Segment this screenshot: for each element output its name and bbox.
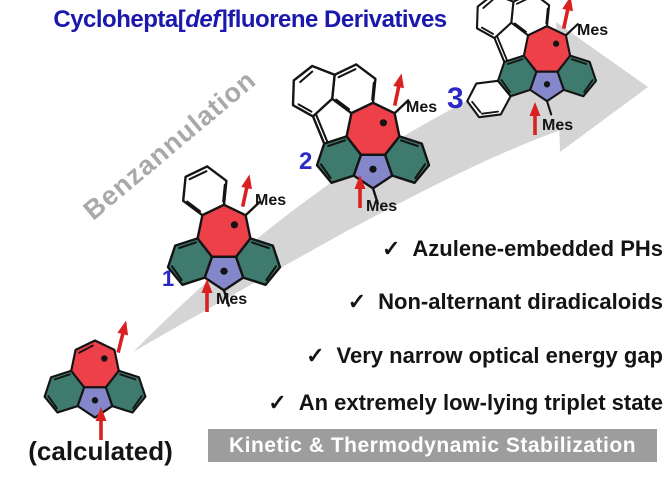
checklist-item: ✓ Very narrow optical energy gap xyxy=(306,343,663,369)
page-title: Cyclohepta[def]fluorene Derivatives xyxy=(40,6,460,34)
checkmark-icon: ✓ xyxy=(347,289,367,314)
mes-label: Mes xyxy=(255,192,287,209)
spin-up-arrow xyxy=(110,317,134,356)
compound-number-1: 1 xyxy=(162,266,175,291)
spin-up-arrow xyxy=(235,171,257,210)
spin-up-arrow xyxy=(387,70,409,109)
mes-label: Mes xyxy=(577,22,609,39)
checkmark-icon: ✓ xyxy=(306,343,325,368)
calculated-caption: (calculated) xyxy=(28,436,173,466)
mes-label: Mes xyxy=(406,99,438,116)
title-italic-def: def xyxy=(185,6,220,33)
checkmark-icon: ✓ xyxy=(268,390,287,415)
checklist-item: ✓ An extremely low-lying triplet state xyxy=(268,390,663,416)
checklist-item: ✓ Non-alternant diradicaloids xyxy=(348,289,663,315)
benzannulation-arrowhead xyxy=(556,22,648,152)
checklist-text: Non-alternant diradicaloids xyxy=(378,289,663,314)
mes-label: Mes xyxy=(216,291,248,308)
checkmark-icon: ✓ xyxy=(381,236,401,261)
compound-number-2: 2 xyxy=(299,148,313,175)
title-prefix: Cyclohepta[ xyxy=(53,6,186,33)
stabilization-banner: Kinetic & Thermodynamic Stabilization xyxy=(208,429,657,462)
molecule-calculated xyxy=(43,339,147,419)
title-suffix: ]fluorene Derivatives xyxy=(219,6,447,33)
mes-label: Mes xyxy=(542,117,574,134)
spin-up-arrow xyxy=(556,0,578,32)
checklist-text: Very narrow optical energy gap xyxy=(336,343,663,368)
compound-number-3: 3 xyxy=(447,82,464,115)
mes-label: Mes xyxy=(366,198,398,215)
checklist-text: Azulene-embedded PHs xyxy=(412,236,663,261)
checklist-text: An extremely low-lying triplet state xyxy=(298,390,663,415)
checklist-item: ✓ Azulene-embedded PHs xyxy=(382,236,663,262)
